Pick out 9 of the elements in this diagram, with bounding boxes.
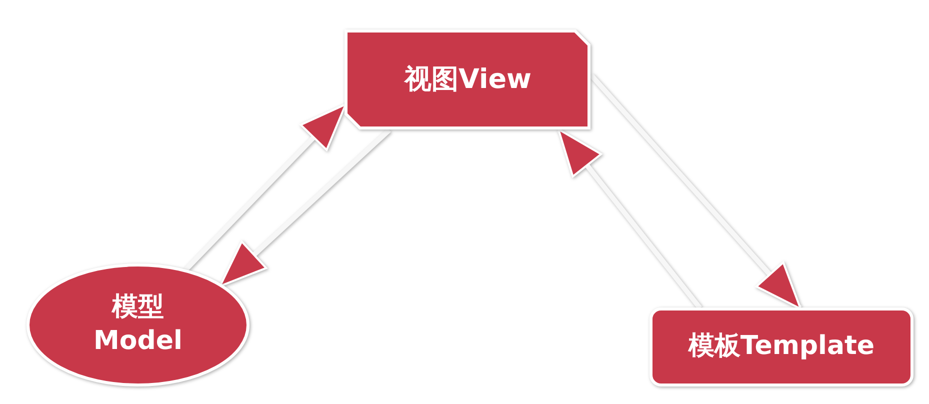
arrow: [219, 128, 391, 288]
view-box: [345, 30, 591, 130]
template-box: [650, 308, 913, 386]
arrow: [183, 103, 347, 272]
node-label: 模型 Model: [92, 291, 184, 358]
arrow: [557, 128, 702, 310]
node-label: 视图View: [404, 64, 532, 96]
arrow: [589, 73, 802, 310]
node-label: 模板Template: [688, 331, 875, 363]
